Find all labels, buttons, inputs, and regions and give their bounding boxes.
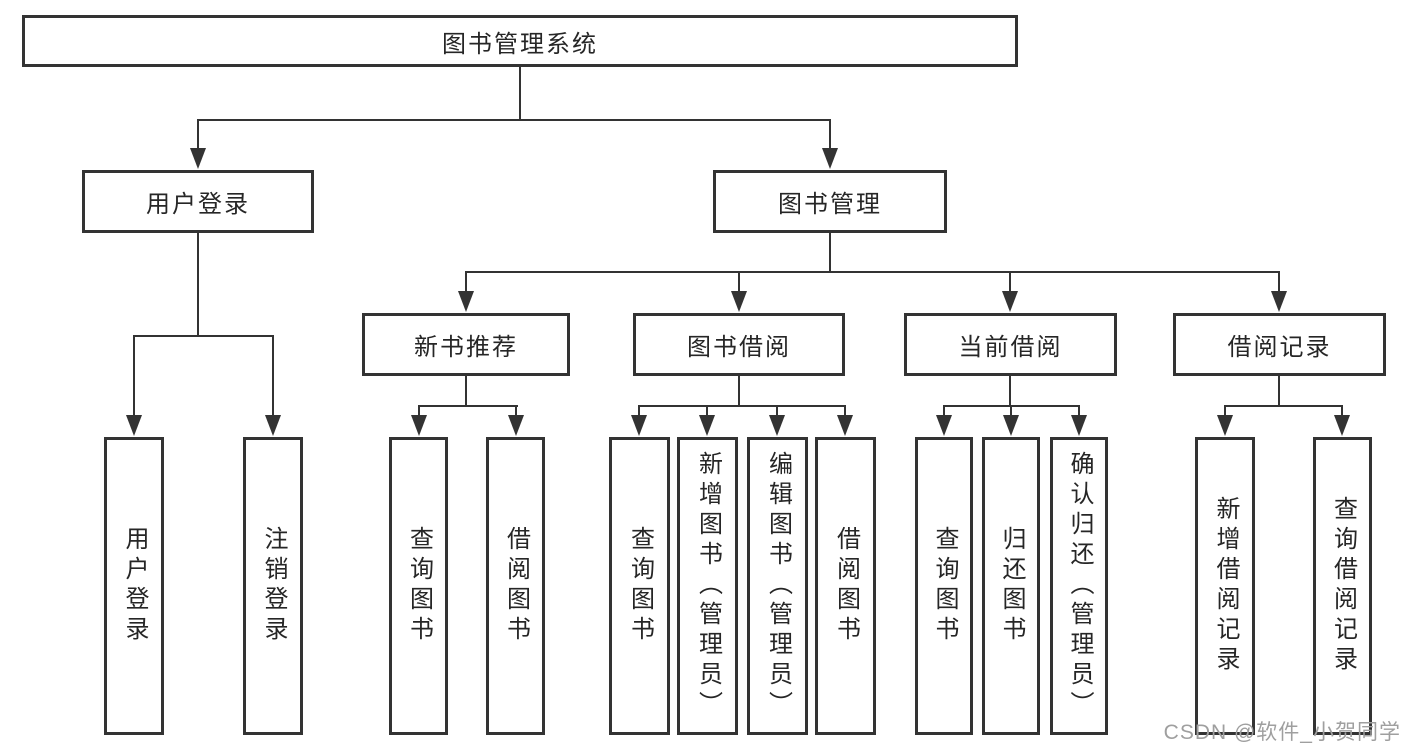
connector-line [829,233,831,271]
node-borrow-record: 借阅记录 [1173,313,1386,376]
arrow-down-icon [837,415,853,436]
leaf-current-confirm-label: 确认归还（管理员） [1066,451,1093,721]
arrow-down-icon [265,415,281,436]
leaf-borrow-edit-label: 编辑图书（管理员） [764,451,792,721]
connector-line [1224,405,1226,421]
leaf-borrow-query: 查询图书 [609,437,670,735]
connector-line [738,271,740,297]
node-root: 图书管理系统 [22,15,1018,67]
leaf-record-add-label: 新增借阅记录 [1212,496,1239,676]
leaf-newbook-query: 查询图书 [389,437,448,735]
connector-line [1009,271,1011,297]
arrow-down-icon [508,415,524,436]
node-borrow-record-label: 借阅记录 [1227,334,1332,361]
leaf-current-return-label: 归还图书 [998,526,1025,646]
node-book-borrow: 图书借阅 [633,313,845,376]
connector-line [776,405,778,421]
csdn-watermark: CSDN @软件_小贺同学 [1163,721,1401,744]
leaf-current-confirm: 确认归还（管理员） [1050,437,1108,735]
node-current-borrow: 当前借阅 [904,313,1117,376]
connector-line [829,119,831,155]
arrow-down-icon [1271,291,1287,312]
leaf-current-query: 查询图书 [915,437,973,735]
arrow-down-icon [631,415,647,436]
connector-line [515,405,517,421]
connector-line [465,376,467,405]
connector-line [1009,376,1011,405]
connector-line [465,271,467,297]
connector-line [638,405,640,421]
connector-line [197,233,199,335]
leaf-record-query-label: 查询借阅记录 [1329,496,1357,676]
arrow-down-icon [411,415,427,436]
arrow-down-icon [458,291,474,312]
arrow-down-icon [699,415,715,436]
connector-line [1078,405,1080,421]
arrow-down-icon [1217,415,1233,436]
leaf-borrow-borrow: 借阅图书 [815,437,876,735]
connector-line [197,119,831,121]
connector-line [1278,271,1280,297]
node-book-borrow-label: 图书借阅 [687,334,791,361]
leaf-borrow-borrow-label: 借阅图书 [832,526,860,646]
leaf-user-login-label: 用户登录 [121,526,148,646]
connector-line [1010,405,1012,421]
connector-line [133,335,274,337]
arrow-down-icon [1334,415,1350,436]
leaf-borrow-query-label: 查询图书 [626,526,654,646]
connector-line [418,405,518,407]
node-new-book-recommend: 新书推荐 [362,313,570,376]
connector-line [706,405,708,421]
connector-line [638,405,846,407]
arrow-down-icon [190,148,206,169]
leaf-current-return: 归还图书 [982,437,1040,735]
connector-line [844,405,846,421]
connector-line [418,405,420,421]
leaf-logout: 注销登录 [243,437,303,735]
leaf-record-add: 新增借阅记录 [1195,437,1255,735]
leaf-borrow-edit: 编辑图书（管理员） [747,437,808,735]
node-current-borrow-label: 当前借阅 [958,334,1063,361]
arrow-down-icon [822,148,838,169]
connector-line [943,405,945,421]
connector-line [1341,405,1343,421]
arrow-down-icon [1003,415,1019,436]
connector-line [738,376,740,405]
leaf-logout-label: 注销登录 [260,526,287,646]
connector-line [519,67,521,119]
node-book-management: 图书管理 [713,170,947,233]
arrow-down-icon [1071,415,1087,436]
connector-line [1224,405,1343,407]
connector-line [197,119,199,155]
connector-line [1278,376,1280,405]
arrow-down-icon [936,415,952,436]
node-root-label: 图书管理系统 [442,30,598,58]
connector-line [465,271,1280,273]
leaf-borrow-add-label: 新增图书（管理员） [694,451,722,721]
leaf-user-login: 用户登录 [104,437,164,735]
connector-line [133,335,135,421]
leaf-newbook-query-label: 查询图书 [405,526,433,646]
arrow-down-icon [126,415,142,436]
leaf-record-query: 查询借阅记录 [1313,437,1372,735]
node-new-book-recommend-label: 新书推荐 [414,334,518,361]
arrow-down-icon [1002,291,1018,312]
arrow-down-icon [769,415,785,436]
leaf-borrow-add: 新增图书（管理员） [677,437,738,735]
arrow-down-icon [731,291,747,312]
connector-line [272,335,274,421]
leaf-current-query-label: 查询图书 [931,526,958,646]
node-user-login: 用户登录 [82,170,314,233]
leaf-newbook-borrow-label: 借阅图书 [502,526,530,646]
node-user-login-label: 用户登录 [146,191,250,218]
node-book-management-label: 图书管理 [778,191,882,218]
leaf-newbook-borrow: 借阅图书 [486,437,545,735]
